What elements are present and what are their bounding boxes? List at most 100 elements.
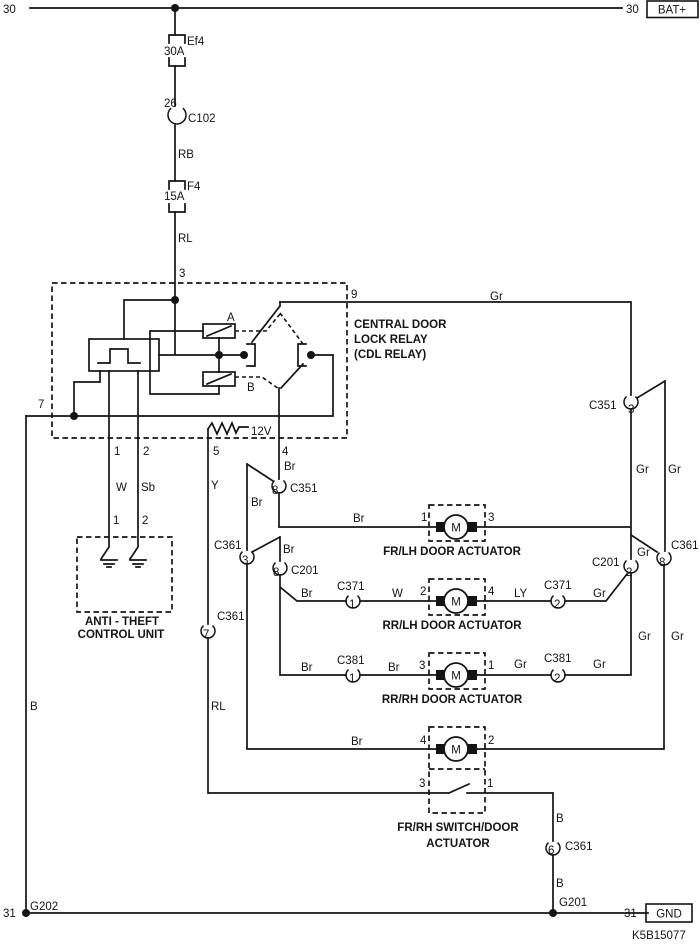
- antitheft-name-1: ANTI - THEFT: [85, 616, 159, 628]
- bat-terminal-box: [646, 0, 699, 19]
- connector-c102: C102: [188, 113, 216, 125]
- cdl-relay-box: [51, 282, 348, 439]
- connector-c351-right: C351: [589, 400, 617, 412]
- wire-y-rl-switch: [207, 428, 554, 914]
- coil-diagonals: [205, 324, 233, 386]
- wire-label-sb: Sb: [141, 482, 155, 494]
- c351-pin-8: 8: [272, 485, 278, 497]
- fuse-f4-name: F4: [187, 181, 201, 193]
- diagram-code: K5B15077: [632, 930, 686, 942]
- wire-label-br-branch: Br: [251, 497, 263, 509]
- frlh-motor: M: [436, 514, 477, 540]
- connector-c361-right: C361: [671, 540, 699, 552]
- c381-pin-1: 1: [349, 673, 355, 685]
- wire-label-gr-rrrh1: Gr: [514, 659, 527, 671]
- frrh-pin-1: 1: [487, 778, 493, 790]
- c351-pin-3: 3: [628, 404, 634, 416]
- bat-label: BAT+: [658, 5, 687, 17]
- rrlh-motor: M: [436, 588, 477, 614]
- frlh-pin-1: 1: [421, 512, 427, 524]
- wire-label-ly: LY: [514, 588, 528, 600]
- relay-pin-2: 2: [143, 446, 149, 458]
- wire-label-y: Y: [211, 480, 219, 492]
- wire-label-gr-mid: Gr: [637, 547, 650, 559]
- ground-g202: G202: [30, 901, 58, 913]
- wire-label-gr-c371: Gr: [593, 588, 606, 600]
- coil-a-label: A: [227, 312, 235, 324]
- frrh-pin-4: 4: [420, 735, 427, 747]
- rrrh-pin-3: 3: [419, 660, 425, 672]
- rrrh-motor: M: [436, 662, 477, 688]
- connector-c371-left: C371: [337, 581, 365, 593]
- c361-pin-3: 3: [242, 555, 248, 567]
- connector-c381-right: C381: [544, 653, 572, 665]
- c361-pin-7: 7: [203, 629, 209, 641]
- wire-label-br-pin4: Br: [284, 461, 296, 473]
- fuse-ef4-name: Ef4: [187, 36, 205, 48]
- c371-pin-1: 1: [349, 599, 355, 611]
- relay-contact-linkage-dashes: [235, 312, 304, 390]
- rail-30-right: 30: [626, 4, 639, 16]
- relay-12v-label: 12V: [251, 426, 272, 438]
- connector-c361-mid: C361: [214, 540, 242, 552]
- wire-label-br-c201: Br: [283, 544, 295, 556]
- relay-pin-5: 5: [213, 446, 219, 458]
- fuse-symbols: [168, 34, 186, 213]
- fuse-f4-rating: 15A: [164, 191, 185, 203]
- gnd-terminal-box: [645, 903, 693, 923]
- frrh-pin-2: 2: [488, 735, 494, 747]
- antitheft-pin-2: 2: [142, 515, 148, 527]
- rail-30-left: 30: [3, 4, 16, 16]
- wire-label-rl-low: RL: [211, 701, 226, 713]
- frlh-actuator-box: [428, 504, 486, 542]
- connector-c381-left: C381: [337, 655, 365, 667]
- connector-arcs: [167, 107, 672, 856]
- wire-label-gr-up1: Gr: [636, 464, 649, 476]
- connector-c201-right: C201: [592, 557, 620, 569]
- wire-label-w-rrlh: W: [392, 588, 403, 600]
- rrrh-actuator-box: [428, 652, 486, 690]
- wire-label-br-rrrh1: Br: [301, 662, 313, 674]
- frrh-actuator-box: [428, 726, 486, 814]
- relay-coil-b: [202, 371, 236, 387]
- relay-pin-4: 4: [282, 446, 289, 458]
- antitheft-name-2: CONTROL UNIT: [78, 629, 165, 641]
- connector-c201-left: C201: [291, 565, 319, 577]
- cdl-relay-name-2: LOCK RELAY: [354, 334, 428, 346]
- antitheft-box: [76, 536, 173, 613]
- wire-label-b-left: B: [30, 701, 38, 713]
- connector-c361-low: C361: [217, 611, 245, 623]
- rrrh-pin-1: 1: [488, 660, 494, 672]
- cdl-relay-name-3: (CDL RELAY): [354, 349, 426, 361]
- rrlh-pin-4: 4: [488, 586, 495, 598]
- wire-label-b-r1: B: [556, 813, 564, 825]
- c361-pin-6: 6: [548, 845, 554, 857]
- rrlh-motor-label: M: [451, 597, 461, 609]
- c102-pin-26: 26: [164, 98, 177, 110]
- frrh-motor: M: [436, 736, 477, 762]
- frrh-actuator-name-2: ACTUATOR: [426, 838, 490, 850]
- rrlh-pin-2: 2: [420, 586, 426, 598]
- wire-label-w: W: [116, 482, 127, 494]
- relay-pin-9: 9: [351, 289, 357, 301]
- cdl-relay-name-1: CENTRAL DOOR: [354, 319, 447, 331]
- rail-31-left: 31: [3, 908, 16, 920]
- coil-b-label: B: [247, 382, 255, 394]
- connector-c371-right: C371: [544, 580, 572, 592]
- wire-label-gr-up2: Gr: [668, 464, 681, 476]
- wire-label-gr-dn2: Gr: [671, 631, 684, 643]
- c381-pin-2: 2: [554, 673, 560, 685]
- wire-label-rb: RB: [178, 149, 194, 161]
- wire-label-gr-dn1: Gr: [638, 631, 651, 643]
- connector-c361-bottom: C361: [565, 841, 593, 853]
- relay-pin-3: 3: [179, 268, 185, 280]
- wire-gr-chain: [279, 301, 667, 750]
- wire-label-rl-top: RL: [178, 233, 193, 245]
- c201-pin-8: 8: [273, 567, 279, 579]
- connector-c351-left: C351: [290, 483, 318, 495]
- frrh-pin-3: 3: [419, 778, 425, 790]
- frrh-motor-label: M: [451, 745, 461, 757]
- rrlh-actuator-name: RR/LH DOOR ACTUATOR: [382, 620, 522, 632]
- wire-label-br-frrh: Br: [351, 736, 363, 748]
